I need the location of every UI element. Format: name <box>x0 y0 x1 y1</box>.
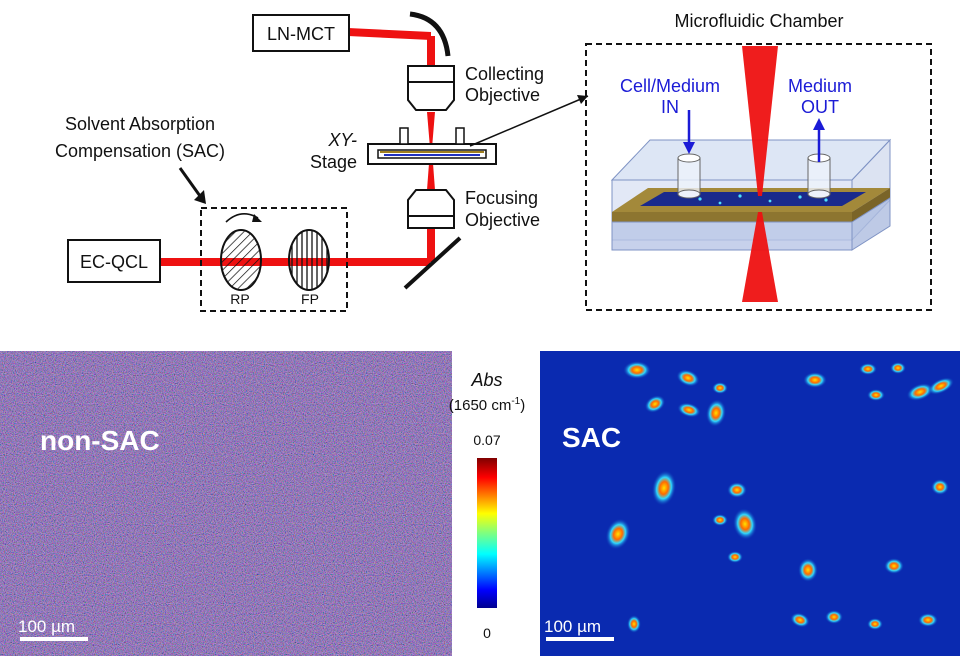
channel-cells <box>698 194 828 205</box>
cell-spot <box>890 362 906 374</box>
cell-spot <box>732 508 758 540</box>
detector-box <box>252 14 350 52</box>
colorbar-title: Abs <box>470 370 502 390</box>
scalebar-left-label: 100 µm <box>18 617 75 636</box>
focusing-objective <box>407 189 455 229</box>
colorbar-subtitle-pre: (1650 cm <box>449 397 512 414</box>
gold-spacer-front <box>612 212 852 222</box>
rp-label: RP <box>230 291 249 307</box>
colorbar-subtitle-sup: -1 <box>511 396 520 407</box>
cell-spot <box>867 389 885 401</box>
colorbar: Abs (1650 cm-1) 0.07 0 <box>449 370 525 641</box>
fold-mirror <box>403 236 462 290</box>
outlet-arrowhead <box>813 118 825 130</box>
laser-label: EC-QCL <box>80 252 148 272</box>
inlet-label-2: IN <box>661 97 679 117</box>
scalebar-left <box>20 637 88 641</box>
cell-spot <box>727 482 747 498</box>
inlet-tube <box>677 153 701 199</box>
sac-title-2: Compensation (SAC) <box>55 141 225 161</box>
chamber-pointer-arrowhead <box>577 95 588 104</box>
cell-spot <box>798 558 818 582</box>
channel <box>640 192 866 206</box>
microfluidic-chamber: Microfluidic Chamber <box>585 11 932 311</box>
beam-to-detector <box>348 28 431 40</box>
stage-label-2: Stage <box>310 152 357 172</box>
cell-spot <box>867 618 883 630</box>
cell-spot <box>623 361 651 379</box>
cell-spots <box>605 361 955 633</box>
outlet-tube <box>807 153 831 199</box>
scalebar-right-label: 100 µm <box>544 617 601 636</box>
inlet-label-1: Cell/Medium <box>620 76 720 96</box>
cell-spot <box>705 399 727 427</box>
beam-focus-upper <box>427 112 435 148</box>
curved-mirror <box>409 11 451 57</box>
cell-spot <box>859 363 877 375</box>
cell-spot <box>803 372 827 388</box>
chamber-title: Microfluidic Chamber <box>674 11 843 31</box>
collecting-objective-label-1: Collecting <box>465 64 544 84</box>
cell-spot <box>906 383 934 401</box>
non-sac-label: non-SAC <box>40 425 160 456</box>
chamber-bottom-side <box>851 197 891 251</box>
outlet-label-2: OUT <box>801 97 839 117</box>
cell-spot <box>644 395 666 413</box>
noise-texture <box>0 351 452 656</box>
chamber-beam-upper <box>742 46 778 196</box>
sac-image <box>540 351 960 656</box>
sac-label: SAC <box>562 422 621 453</box>
cell-spot <box>712 382 728 394</box>
gold-spacer-side <box>852 188 890 222</box>
stage-label-1: XY- <box>327 130 357 150</box>
inlet-arrowhead <box>683 142 695 154</box>
laser-box <box>67 239 161 283</box>
cell-spot <box>825 610 843 624</box>
colorbar-min-label: 0 <box>483 625 491 641</box>
optical-setup: LN-MCT Collecting Objective XY- Stage Fo… <box>55 11 589 312</box>
rotating-polarizer <box>220 229 262 291</box>
cell-spot <box>927 377 955 395</box>
cell-spot <box>651 470 677 506</box>
chamber-bottom-layer <box>611 221 853 251</box>
sac-box <box>200 207 348 312</box>
chamber-box <box>585 43 932 311</box>
chamber-top-face <box>610 139 892 181</box>
colorbar-gradient <box>477 458 497 608</box>
rotation-arrowhead <box>252 214 262 222</box>
cell-spot <box>712 514 728 526</box>
cell-spot <box>677 402 701 418</box>
chamber-pointer <box>469 95 589 147</box>
fp-label: FP <box>301 291 319 307</box>
cell-spot <box>727 551 743 563</box>
sac-pointer-arrow <box>178 167 202 197</box>
xy-stage <box>367 127 497 165</box>
cell-spot <box>605 518 631 550</box>
cell-spot <box>931 479 949 495</box>
cell-spot <box>627 615 641 633</box>
colorbar-subtitle-post: ) <box>520 397 525 414</box>
fixed-polarizer <box>288 229 330 291</box>
sac-pointer-arrowhead <box>194 190 206 204</box>
colorbar-subtitle: (1650 cm-1) <box>449 396 525 414</box>
focusing-objective-label-1: Focusing <box>465 188 538 208</box>
outlet-label-1: Medium <box>788 76 852 96</box>
non-sac-image <box>0 351 452 656</box>
cell-spot <box>790 612 810 628</box>
colorbar-max-label: 0.07 <box>473 432 500 448</box>
cell-spot <box>918 613 938 627</box>
focusing-objective-label-2: Objective <box>465 210 540 230</box>
collecting-objective-label-2: Objective <box>465 85 540 105</box>
sac-title-1: Solvent Absorption <box>65 114 215 134</box>
scalebar-right <box>546 637 614 641</box>
collecting-objective <box>407 65 455 111</box>
detector-label: LN-MCT <box>267 24 335 44</box>
cell-spot <box>676 369 700 387</box>
chamber-beam-lower <box>742 212 778 302</box>
beam-focus-lower <box>427 150 435 190</box>
cell-spot <box>884 558 904 574</box>
